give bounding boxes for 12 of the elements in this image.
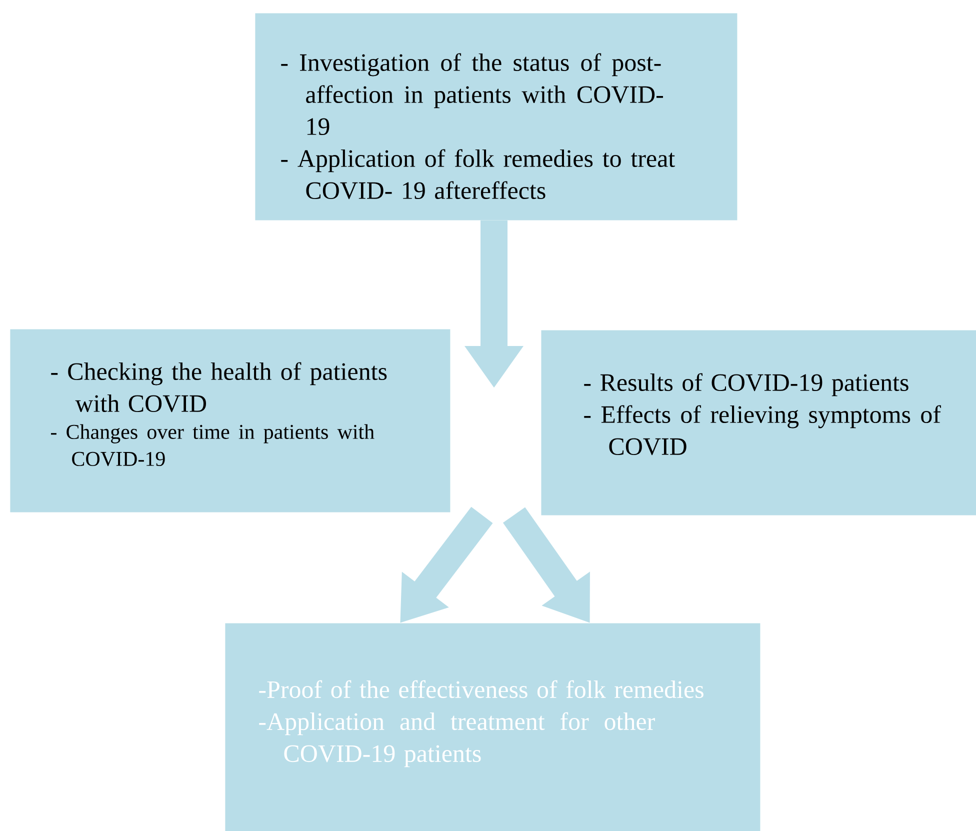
flow-box: [225, 623, 760, 831]
bullet-text: - Investigation of the status of post-affection in patients with COVID-19: [281, 53, 663, 136]
bullet-text: -Application and treatment for other COVID-19 patients: [259, 712, 655, 768]
bullet-text: - Changes over time in patients with COVID-19: [51, 424, 374, 466]
flow-box: [10, 329, 450, 512]
bullet-text: - Application of folk remedies to treat COVID- 19 aftereffects: [281, 149, 675, 200]
bullet-text: - Effects of relieving symptoms of COVID: [584, 405, 941, 456]
flow-box: [541, 330, 976, 516]
bullet-text: -Proof of the effectiveness of folk remedies: [259, 680, 704, 698]
bullet-text: - Checking the health of patients with COVID: [51, 362, 387, 412]
flow-box: [255, 13, 738, 220]
bullet-text: - Results of COVID-19 patients: [584, 373, 908, 396]
